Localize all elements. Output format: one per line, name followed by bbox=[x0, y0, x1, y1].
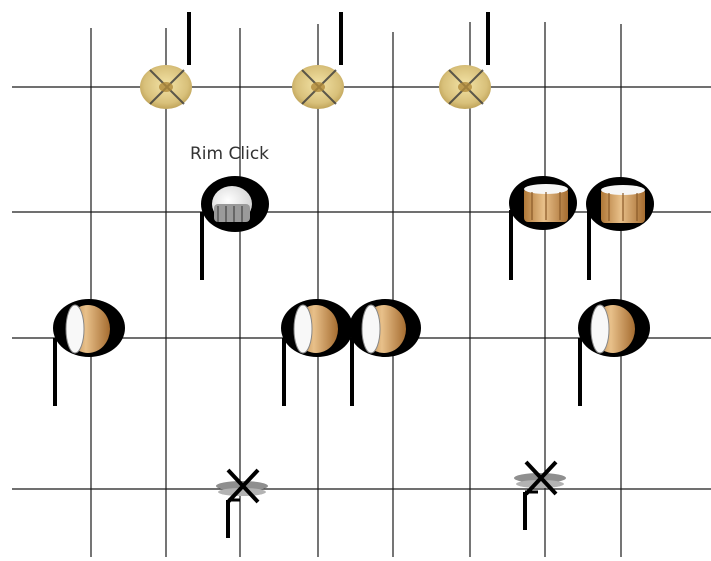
snare-note bbox=[509, 176, 577, 280]
tom-note bbox=[349, 299, 421, 406]
snare-note bbox=[586, 177, 654, 280]
rim-click-label: Rim Click bbox=[190, 144, 269, 164]
horizontal-grid-lines bbox=[12, 87, 711, 489]
hihat-note bbox=[514, 462, 566, 530]
tom-note bbox=[53, 299, 125, 406]
tom-note bbox=[578, 299, 650, 406]
snare-note-rim-click bbox=[201, 176, 269, 280]
hihat-note bbox=[216, 470, 268, 538]
cymbal-note bbox=[439, 12, 491, 109]
tom-note bbox=[281, 299, 353, 406]
